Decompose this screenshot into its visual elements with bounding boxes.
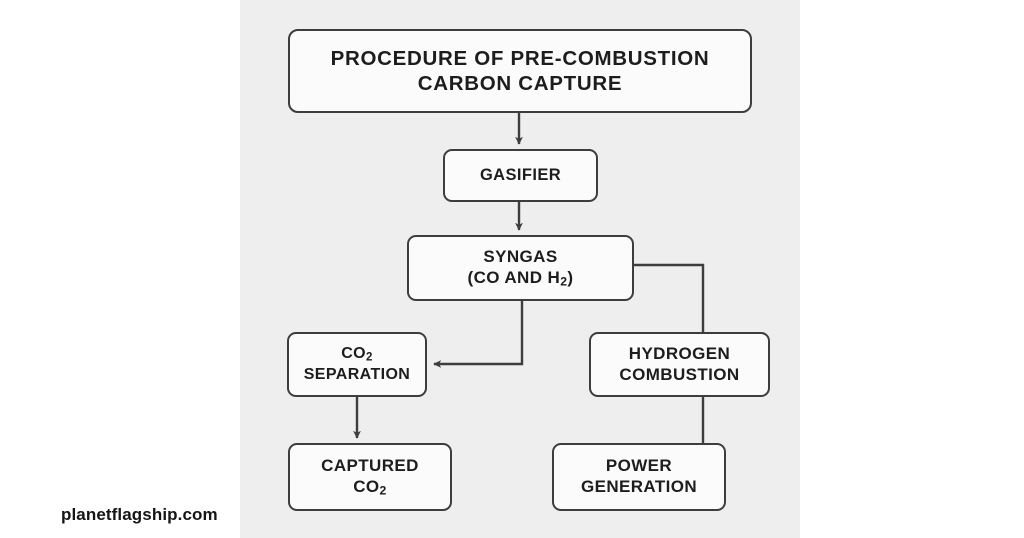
node-gasifier[interactable]: GASIFIER — [443, 149, 598, 202]
node-gasifier-label: GASIFIER — [479, 166, 562, 185]
node-syngas[interactable]: SYNGAS(CO AND H2) — [407, 235, 634, 301]
site-watermark: planetflagship.com — [61, 505, 218, 524]
node-syngas-label: SYNGAS(CO AND H2) — [467, 246, 574, 289]
